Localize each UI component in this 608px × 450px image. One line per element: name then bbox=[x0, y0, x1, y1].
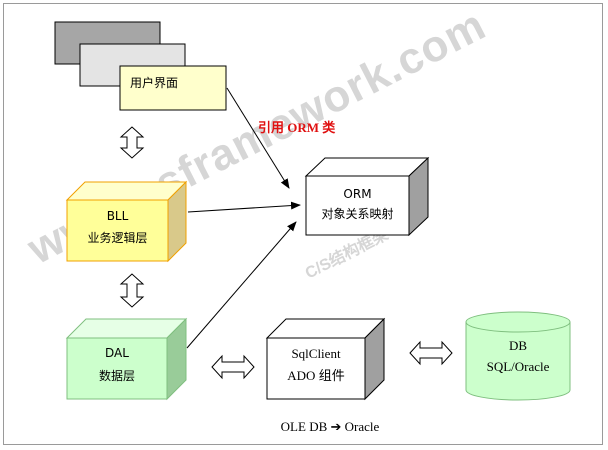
bll-cube bbox=[65, 180, 188, 263]
arrow-right-icon: ➔ bbox=[330, 419, 342, 434]
dal-subtitle: 数据层 bbox=[98, 369, 135, 383]
bll-subtitle: 业务逻辑层 bbox=[87, 231, 148, 245]
sqlclient-title: SqlClient bbox=[291, 346, 341, 361]
orm-title: ORM bbox=[343, 187, 372, 201]
double-arrow-dal-sqlclient bbox=[211, 354, 255, 380]
db-cylinder bbox=[465, 311, 571, 401]
arrow-ui-to-orm bbox=[226, 87, 290, 189]
diagram-border bbox=[3, 3, 603, 445]
ole-db-text: OLE DB bbox=[280, 419, 328, 434]
sqlclient-subtitle: ADO 组件 bbox=[287, 368, 345, 383]
orm-cube bbox=[304, 156, 430, 237]
ui-layer-label: 用户界面 bbox=[130, 76, 179, 90]
arrow-bll-to-orm bbox=[187, 201, 301, 213]
double-arrow-sqlclient-db bbox=[409, 340, 453, 366]
orm-subtitle: 对象关系映射 bbox=[321, 207, 394, 221]
dal-cube bbox=[65, 317, 188, 401]
sqlclient-cube bbox=[265, 317, 386, 401]
oracle-text: Oracle bbox=[344, 419, 380, 434]
double-arrow-bll-dal bbox=[119, 273, 145, 308]
db-subtitle: SQL/Oracle bbox=[486, 359, 550, 374]
db-title: DB bbox=[508, 338, 528, 353]
orm-reference-label: 引用 ORM 类 bbox=[258, 120, 336, 135]
bll-title: BLL bbox=[106, 209, 129, 223]
double-arrow-ui-bll bbox=[119, 126, 145, 159]
arrow-dal-to-orm bbox=[186, 221, 297, 349]
ui-window-front bbox=[119, 65, 227, 111]
ole-db-caption: OLE DB ➔ Oracle bbox=[250, 419, 410, 435]
dal-title: DAL bbox=[105, 346, 129, 360]
